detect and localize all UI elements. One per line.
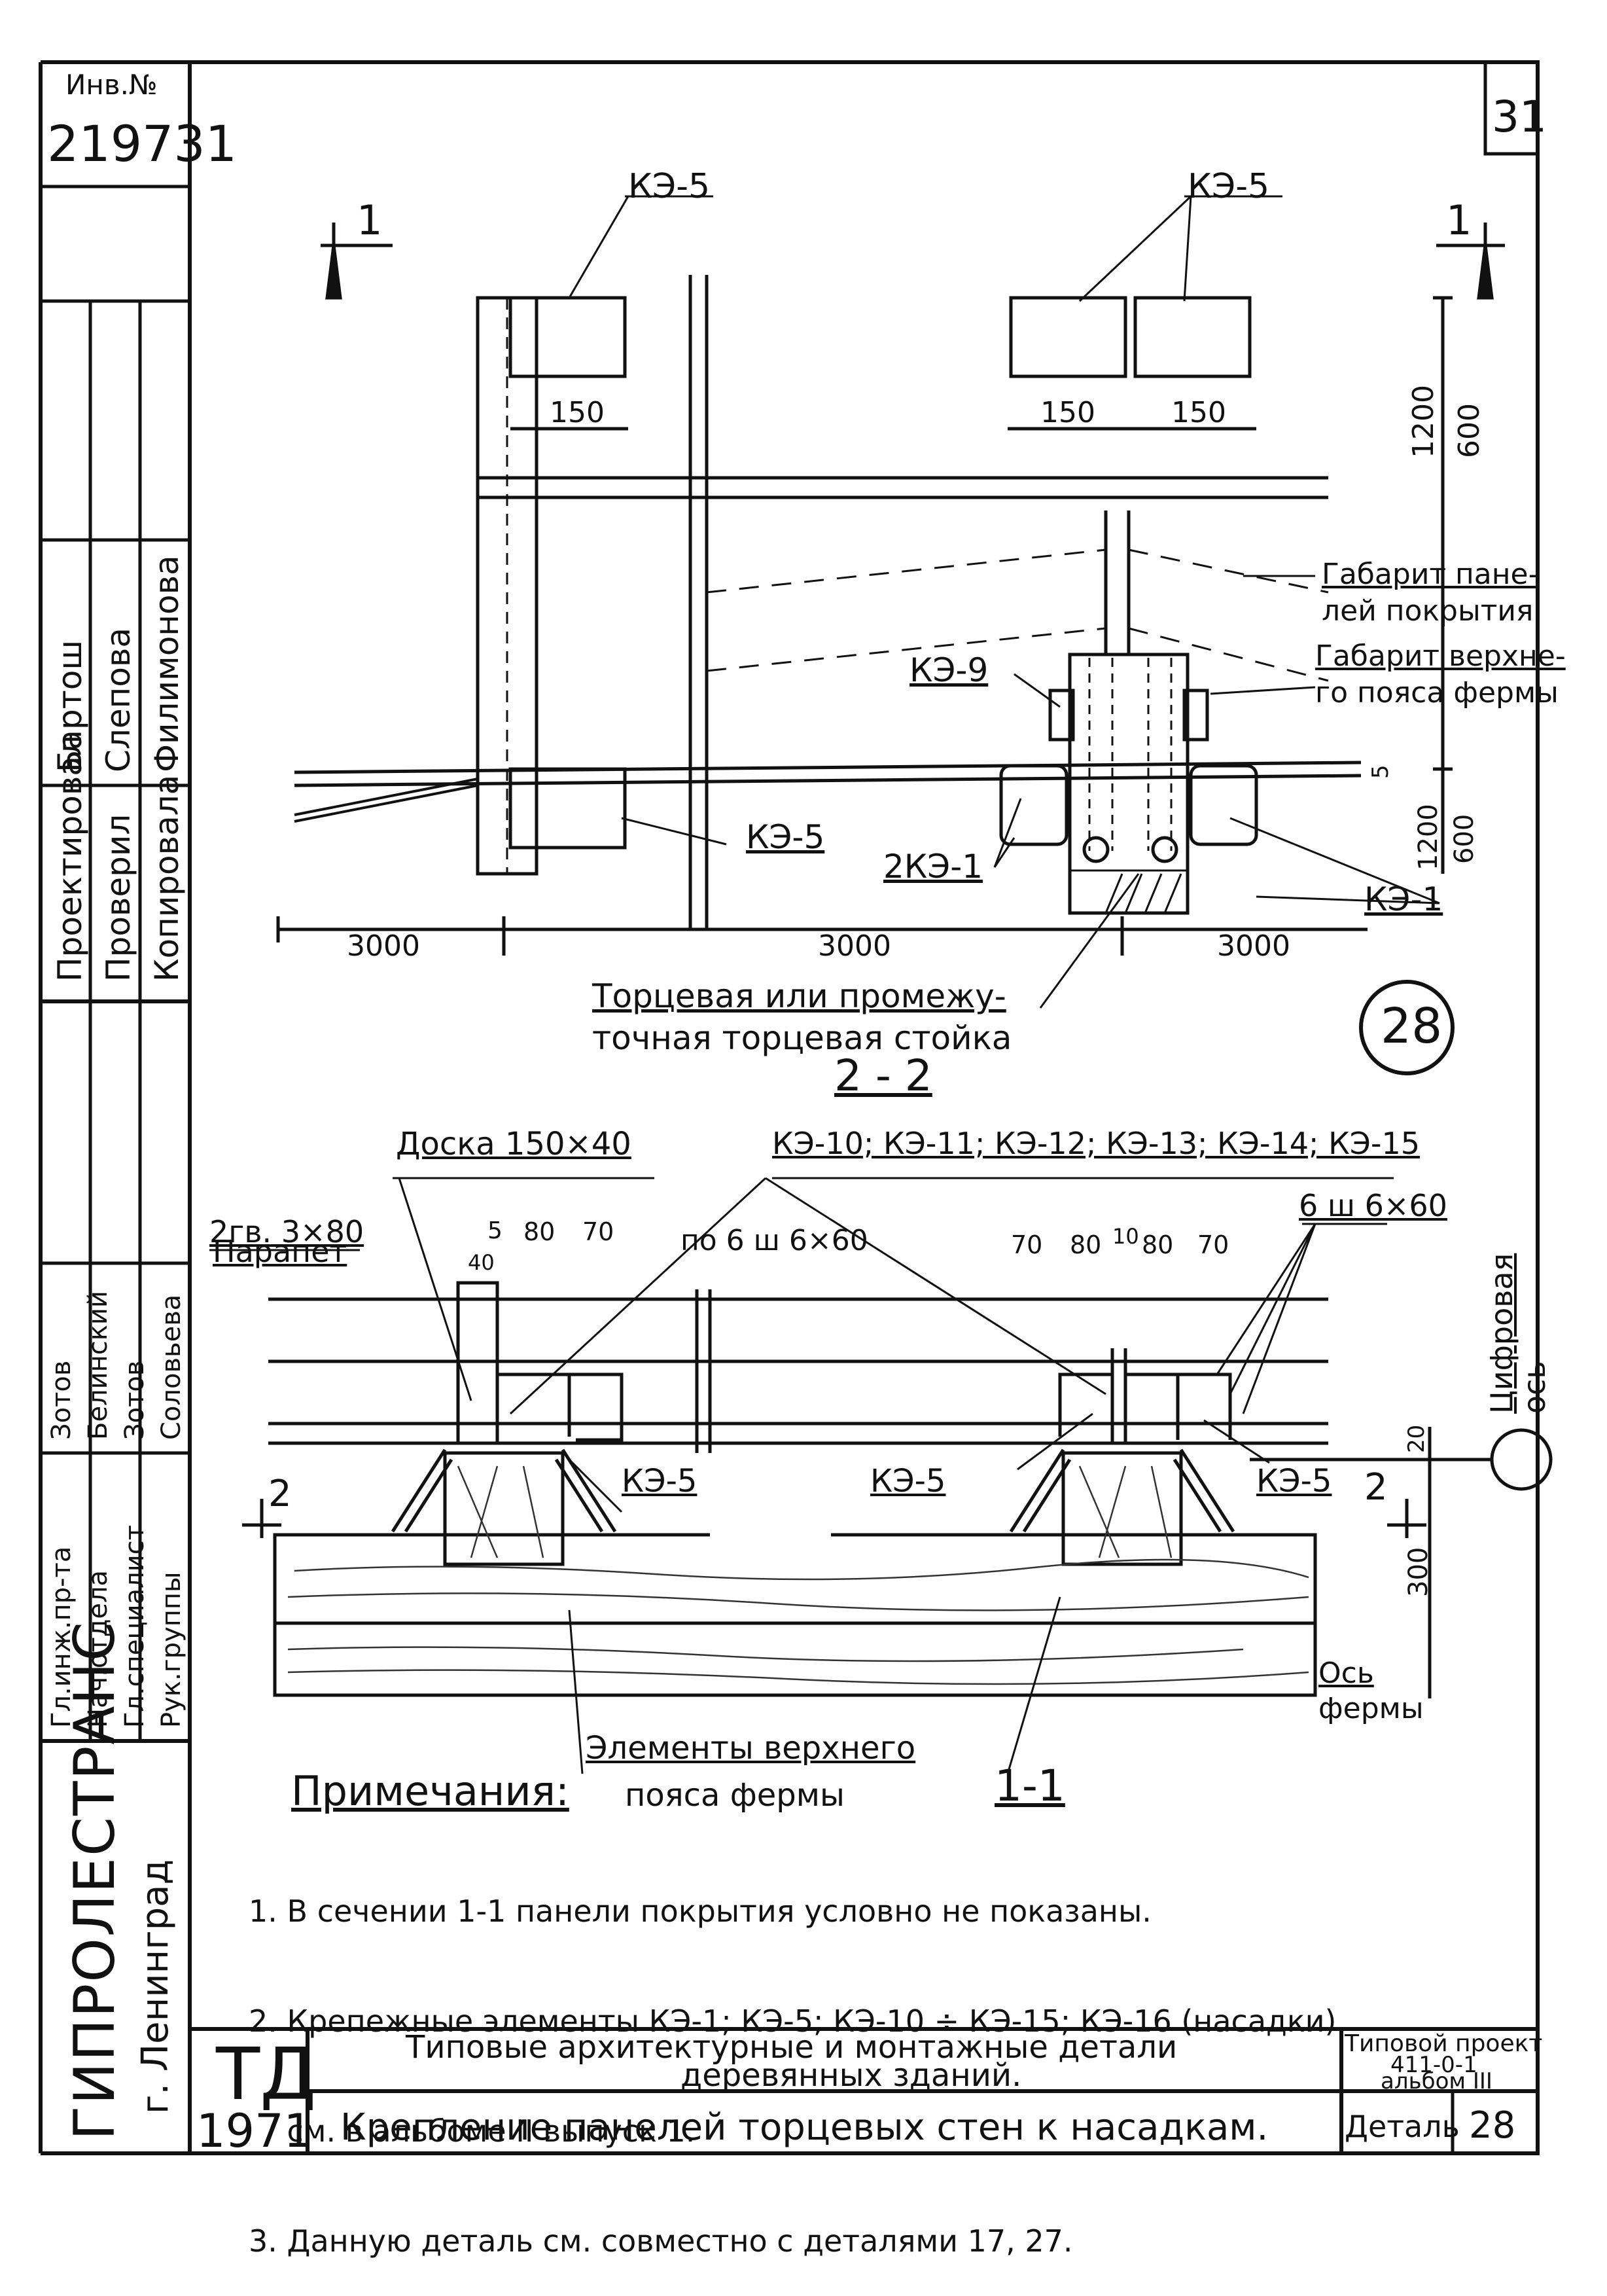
note-item: 2. Крепежные элементы КЭ-1; КЭ-5; КЭ-10 …: [249, 2003, 1337, 2039]
label-board: Доска 150×40: [396, 1126, 631, 1162]
project-line-1: Типовой проект: [1345, 2030, 1543, 2057]
label-axis-name: Цифровая ось: [1484, 1253, 1552, 1414]
label-ke9: КЭ-9: [909, 651, 989, 689]
inv-label: Инв.№: [65, 69, 158, 101]
dim-80a-22: 80: [523, 1217, 556, 1246]
section-2-2-title: 2 - 2: [834, 1050, 932, 1101]
label-ke5-a: КЭ-5: [622, 1463, 698, 1499]
note-item: 1. В сечении 1-1 панели покрытия условно…: [249, 1893, 1152, 1929]
inv-number: 219731: [47, 115, 238, 173]
stamp-name: Соловьева: [156, 1294, 186, 1440]
cut-mark-left: 1: [357, 196, 383, 244]
dim-70c-22: 70: [1197, 1230, 1229, 1259]
sheet-frame: [188, 60, 1540, 2155]
label-gabarit-panels-1: Габарит пане-: [1322, 558, 1539, 591]
stamp-name: Зотов: [46, 1360, 77, 1440]
label-ke1: КЭ-1: [1364, 880, 1443, 918]
label-axis-name-1: Цифровая: [1484, 1253, 1519, 1414]
label-screws-each: по 6 ш 6×60: [680, 1224, 868, 1257]
stamp-name: Слепова: [99, 627, 137, 772]
label-chord-elements-2: пояса фермы: [625, 1777, 845, 1814]
label-ke5-c: КЭ-5: [1256, 1463, 1332, 1499]
dim-3000-a: 3000: [347, 929, 420, 963]
stamp-names-2: Зотов Белинский Зотов Соловьева: [43, 1291, 190, 1440]
dim-600-bot: 600: [1449, 814, 1479, 864]
dim-3000-b: 3000: [818, 929, 891, 963]
label-truss-axis-2: фермы: [1318, 1692, 1424, 1725]
title-line-1: Типовые архитектурные и монтажные детали: [406, 2029, 1178, 2066]
label-chord-elements-1: Элементы верхнего: [586, 1730, 916, 1767]
label-nails: 2гв. 3×80: [209, 1214, 364, 1249]
dim-80c-22: 80: [1142, 1230, 1174, 1259]
label-gabarit-chord: Габарит верхне- го пояса фермы: [1315, 638, 1566, 711]
stamp-name: Белинский: [83, 1291, 113, 1440]
label-gabarit-chord-2: го пояса фермы: [1315, 676, 1559, 709]
org-name: ГИПРОЛЕСТРАНС: [62, 1621, 128, 2140]
stamp-names-1: Бартош Слепова Филимонова: [46, 555, 191, 772]
stamp-name: Зотов: [120, 1360, 150, 1440]
label-ke5-b: КЭ-5: [870, 1463, 946, 1499]
label-chord-elements: Элементы верхнего пояса фермы: [586, 1725, 915, 1819]
label-axis-name-2: ось: [1517, 1361, 1552, 1414]
cut-mark-2-left: 2: [268, 1473, 292, 1515]
dim-300-22: 300: [1404, 1547, 1434, 1597]
label-gabarit-panels-2: лей покрытия: [1322, 594, 1534, 628]
note-item: 3. Данную деталь см. совместно с деталям…: [249, 2223, 1073, 2259]
notes-list: 1. В сечении 1-1 панели покрытия условно…: [249, 1820, 1336, 2296]
dim-40-22: 40: [468, 1250, 495, 1275]
label-end-post-1: Торцевая или промежу-: [592, 977, 1006, 1015]
detail-circle-number: 28: [1381, 998, 1443, 1054]
dim-1200-top: 1200: [1407, 385, 1440, 458]
dim-150-b: 150: [1040, 396, 1095, 429]
label-gabarit-panels: Габарит пане- лей покрытия: [1322, 556, 1538, 630]
dim-70a-22: 70: [582, 1217, 614, 1246]
stamp-name: Филимонова: [148, 555, 186, 772]
sheet-number: 31: [1492, 92, 1547, 142]
dim-20-22: 20: [1404, 1424, 1430, 1453]
cut-mark-right: 1: [1446, 196, 1472, 244]
td-mark: ТД: [216, 2032, 317, 2116]
dim-150-a: 150: [550, 396, 605, 429]
detail-number: 28: [1469, 2104, 1516, 2147]
dim-600-top: 600: [1453, 403, 1486, 458]
dim-1200-bot: 1200: [1413, 804, 1443, 870]
stamp-name: Бартош: [51, 639, 89, 772]
project-line-2: 411-0-1: [1390, 2052, 1477, 2078]
label-ke5-top-left: КЭ-5: [628, 167, 711, 206]
dim-5: 5: [1368, 764, 1394, 779]
title-line-3: Крепление панелей торцевых стен к насадк…: [340, 2106, 1269, 2149]
notes-heading: Примечания:: [291, 1767, 569, 1815]
label-end-post: Торцевая или промежу- точная торцевая ст…: [592, 975, 1012, 1059]
label-ke5-bottom: КЭ-5: [746, 818, 825, 856]
label-screws-6: 6 ш 6×60: [1299, 1188, 1447, 1223]
city-name: г. Ленинград: [134, 1859, 177, 2114]
dim-80b-22: 80: [1070, 1230, 1102, 1259]
end-post: [1068, 653, 1190, 915]
label-truss-axis-1: Ось: [1318, 1657, 1374, 1690]
label-ke5-top-right: КЭ-5: [1188, 167, 1270, 206]
label-end-post-2: точная торцевая стойка: [592, 1019, 1012, 1057]
label-2ke1: 2КЭ-1: [883, 848, 983, 886]
dim-5-22: 5: [487, 1217, 503, 1244]
section-1-1-title: 1-1: [995, 1761, 1065, 1811]
label-ke-list: КЭ-10; КЭ-11; КЭ-12; КЭ-13; КЭ-14; КЭ-15: [772, 1126, 1421, 1161]
detail-label: Деталь: [1345, 2109, 1460, 2144]
dim-150-c: 150: [1171, 396, 1226, 429]
label-gabarit-chord-1: Габарит верхне-: [1315, 639, 1566, 673]
note-item: см. в альбоме II выпуск 1.: [249, 2113, 696, 2149]
dim-3000-c: 3000: [1217, 929, 1290, 963]
dim-70b-22: 70: [1011, 1230, 1043, 1259]
project-line-3: альбом III: [1381, 2068, 1492, 2094]
label-parapet: Парапет: [213, 1234, 347, 1269]
dim-10-22: 10: [1112, 1224, 1139, 1249]
td-year: 1971: [196, 2104, 313, 2158]
label-truss-axis: Ось фермы: [1318, 1656, 1424, 1727]
stamp-role: Рук.группы: [156, 1571, 186, 1728]
cut-mark-2-right: 2: [1364, 1466, 1388, 1509]
title-line-2: деревянных зданий.: [680, 2057, 1022, 2094]
